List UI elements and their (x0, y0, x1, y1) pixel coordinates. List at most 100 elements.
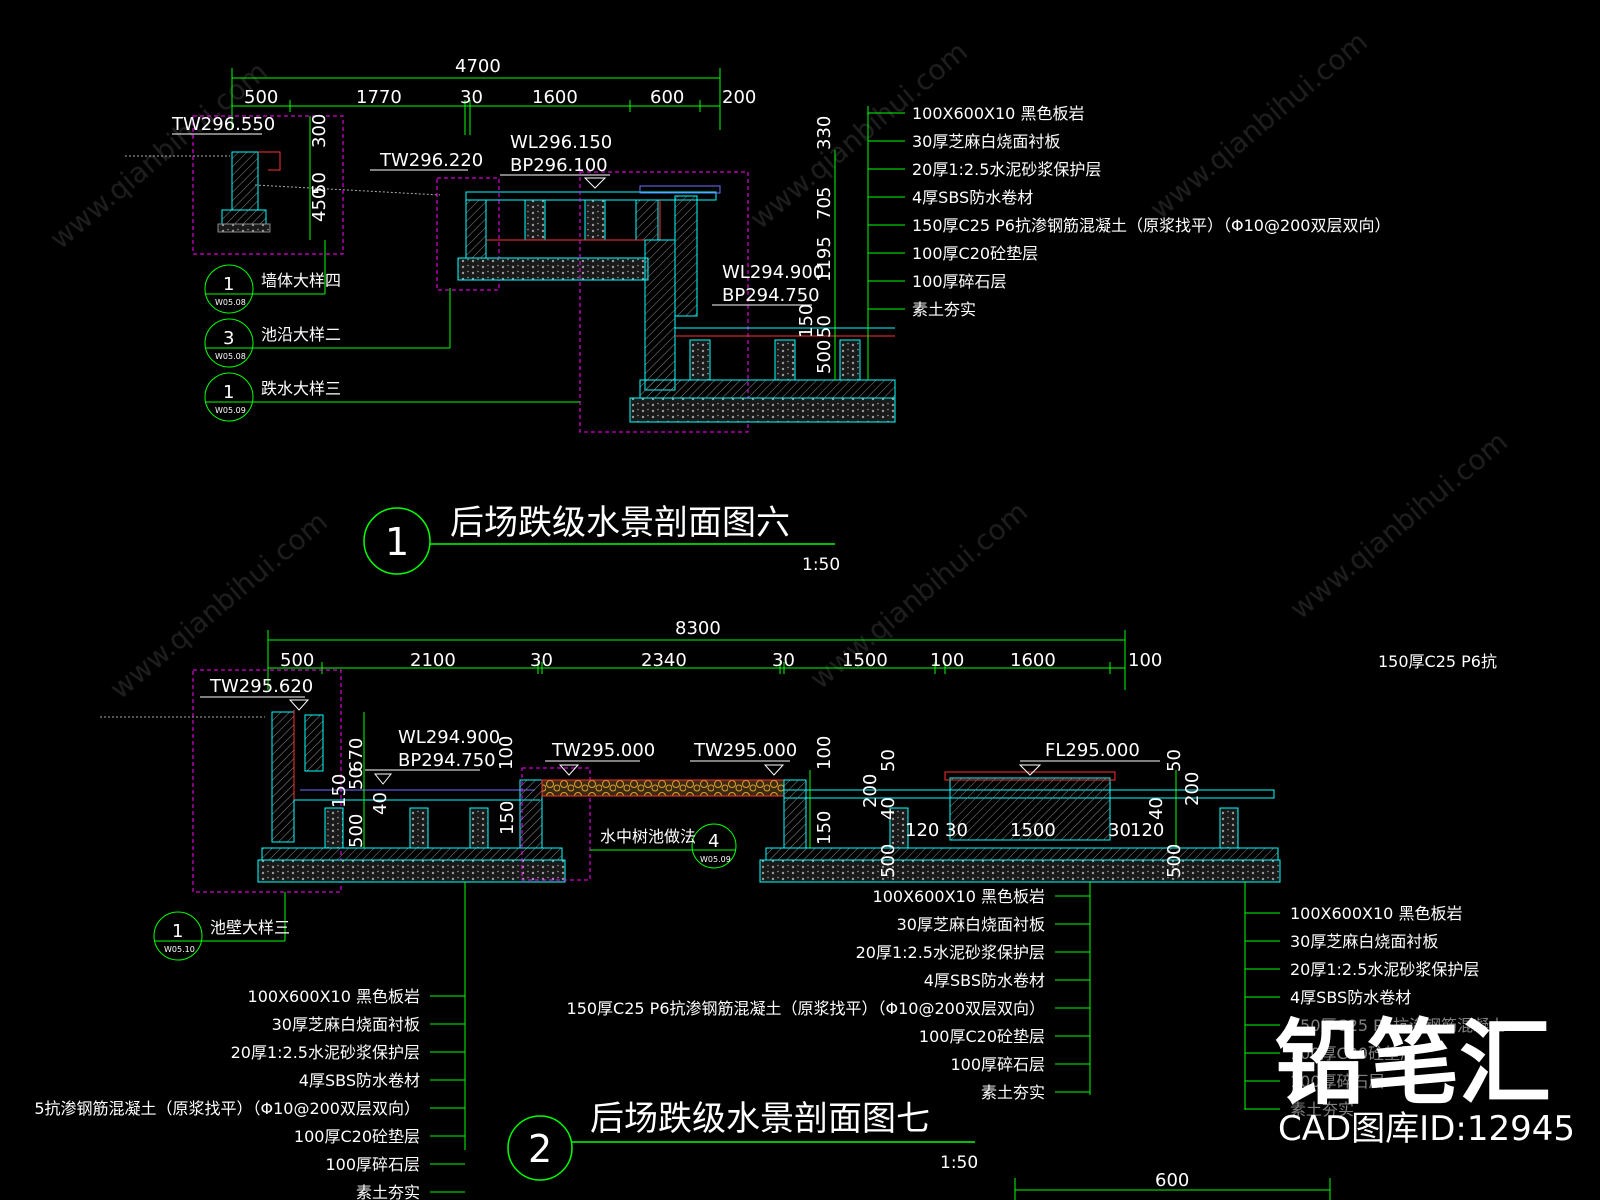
dim: 120 (1130, 820, 1164, 841)
dim: 30 (530, 650, 553, 671)
layer-label: 150厚C25 P6抗渗钢筋混凝土（原浆找平）（Φ10@200双层双向） (912, 216, 1390, 235)
detail-sheet: W05.10 (164, 945, 195, 954)
section1-layers: 100X600X10 黑色板岩 30厚芝麻白烧面衬板 20厚1:2.5水泥砂浆保… (868, 104, 1390, 319)
vdim: 100 (814, 736, 835, 770)
detail-label: 池壁大样三 (210, 918, 290, 937)
detail-label: 跌水大样三 (261, 379, 341, 398)
detail-ref: 1 W05.09 跌水大样三 (204, 372, 580, 422)
elevation: WL294.900 (398, 727, 500, 748)
dim: 30 (460, 87, 483, 108)
layer-label: 5抗渗钢筋混凝土（原浆找平）（Φ10@200双层双向） (34, 1099, 420, 1118)
elevation: TW295.000 (551, 740, 655, 761)
detail-num: 4 (708, 831, 719, 852)
detail-num: 3 (223, 328, 234, 349)
dim: 2340 (641, 650, 687, 671)
vdim: 330 (814, 116, 835, 150)
layer-label: 100厚C20砼垫层 (1290, 1044, 1416, 1063)
dim: 120 (905, 820, 939, 841)
layer-label: 素土夯实 (1290, 1100, 1354, 1119)
vdim: 150 (814, 811, 835, 845)
vdim: 670 (346, 738, 367, 772)
layer-label: 4厚SBS防水卷材 (1290, 988, 1411, 1007)
detail-label: 池沿大样二 (261, 325, 341, 344)
section1-drawing: 4700 500 1770 30 1600 600 200 300 450 50… (125, 56, 1390, 575)
vdim: 300 (309, 114, 330, 148)
layer-label: 100X600X10 黑色板岩 (248, 987, 420, 1006)
layer-label: 100厚碎石层 (912, 272, 1007, 291)
dim: 1600 (532, 87, 578, 108)
section-title: 后场跌级水景剖面图七 (590, 1099, 930, 1139)
edge-note: 150厚C25 P6抗 (1378, 652, 1497, 671)
section-title: 后场跌级水景剖面图六 (450, 503, 790, 543)
watermark-tile: www.qianbihui.com (1143, 25, 1373, 226)
detail-sheet: W05.08 (215, 298, 246, 307)
elevation: BP294.750 (722, 285, 820, 306)
inner-dims: 120 30 1500 30 120 (905, 820, 1164, 841)
detail-ref: 3 W05.08 池沿大样二 (204, 288, 451, 368)
layer-label: 20厚1:2.5水泥砂浆保护层 (231, 1043, 420, 1062)
detail-ref: 1 W05.10 池壁大样三 (153, 892, 290, 961)
layer-label: 100厚碎石层 (950, 1055, 1045, 1074)
vdim: 150 (329, 774, 350, 808)
dim: 1500 (842, 650, 888, 671)
dim: 500 (280, 650, 314, 671)
elevation: TW296.550 (171, 114, 275, 135)
dim: 1500 (1010, 820, 1056, 841)
vdim: 500 (814, 340, 835, 374)
watermark-tile: www.qianbihui.com (803, 495, 1033, 696)
elevation: BP296.100 (510, 155, 608, 176)
vdim: 70 (814, 197, 835, 220)
detail-sheet: W05.09 (215, 406, 246, 415)
detail-label: 墙体大样四 (261, 271, 341, 290)
vdim: 100 (496, 736, 517, 770)
layer-label: 素土夯实 (912, 300, 976, 319)
vdim: 50 (309, 172, 330, 195)
detail-sheet: W05.08 (215, 352, 246, 361)
elevation: TW296.220 (379, 150, 483, 171)
elevation: FL295.000 (1045, 740, 1140, 761)
section2-layers-mid: 100X600X10 黑色板岩 30厚芝麻白烧面衬板 20厚1:2.5水泥砂浆保… (567, 887, 1090, 1102)
layer-label: 30厚芝麻白烧面衬板 (912, 132, 1060, 151)
vdim: 40 (370, 792, 391, 815)
layer-label: 30厚芝麻白烧面衬板 (272, 1015, 420, 1034)
detail-ref: 1 W05.08 墙体大样四 (204, 240, 341, 314)
section2-layers-right: 100X600X10 黑色板岩 30厚芝麻白烧面衬板 20厚1:2.5水泥砂浆保… (1245, 904, 1505, 1119)
detail-sheet: W05.09 (700, 855, 731, 864)
vdim: 40 (878, 797, 899, 820)
layer-label: 150厚C25 P6抗渗钢筋混凝土 (1290, 1016, 1505, 1035)
dim: 500 (244, 87, 278, 108)
layer-label: 30厚芝麻白烧面衬板 (1290, 932, 1438, 951)
vdim: 50 (878, 749, 899, 772)
elevation: BP294.750 (398, 750, 496, 771)
dim: 1600 (1010, 650, 1056, 671)
layer-label: 100厚碎石层 (325, 1155, 420, 1174)
vdim: 50 (1164, 749, 1185, 772)
top-dims: 500 2100 30 2340 30 1500 100 1600 100 (280, 650, 1162, 671)
dim: 600 (650, 87, 684, 108)
dim: 100 (1128, 650, 1162, 671)
vdim: 150 (497, 801, 518, 835)
dim-total: 4700 (455, 56, 501, 77)
layer-label: 素土夯实 (356, 1183, 420, 1200)
vdim: 200 (860, 774, 881, 808)
layer-label: 100厚C20砼垫层 (912, 244, 1038, 263)
vdim: 50 (814, 315, 835, 338)
section2-layers-left: 100X600X10 黑色板岩 30厚芝麻白烧面衬板 20厚1:2.5水泥砂浆保… (34, 987, 465, 1200)
dim: 30 (1108, 820, 1131, 841)
layer-label: 4厚SBS防水卷材 (924, 971, 1045, 990)
dim: 1770 (356, 87, 402, 108)
elevation: TW295.620 (209, 676, 313, 697)
layer-label: 30厚芝麻白烧面衬板 (897, 915, 1045, 934)
elevation: TW295.000 (693, 740, 797, 761)
vdim: 500 (1164, 844, 1185, 878)
dim: 200 (722, 87, 756, 108)
layer-label: 4厚SBS防水卷材 (912, 188, 1033, 207)
vdim: 450 (309, 188, 330, 222)
layer-label: 100X600X10 黑色板岩 (873, 887, 1045, 906)
dim: 2100 (410, 650, 456, 671)
dim-total: 8300 (675, 618, 721, 639)
top-dims: 500 1770 30 1600 600 200 (244, 87, 756, 108)
elevation: WL296.150 (510, 132, 612, 153)
layer-label: 100厚C20砼垫层 (294, 1127, 420, 1146)
